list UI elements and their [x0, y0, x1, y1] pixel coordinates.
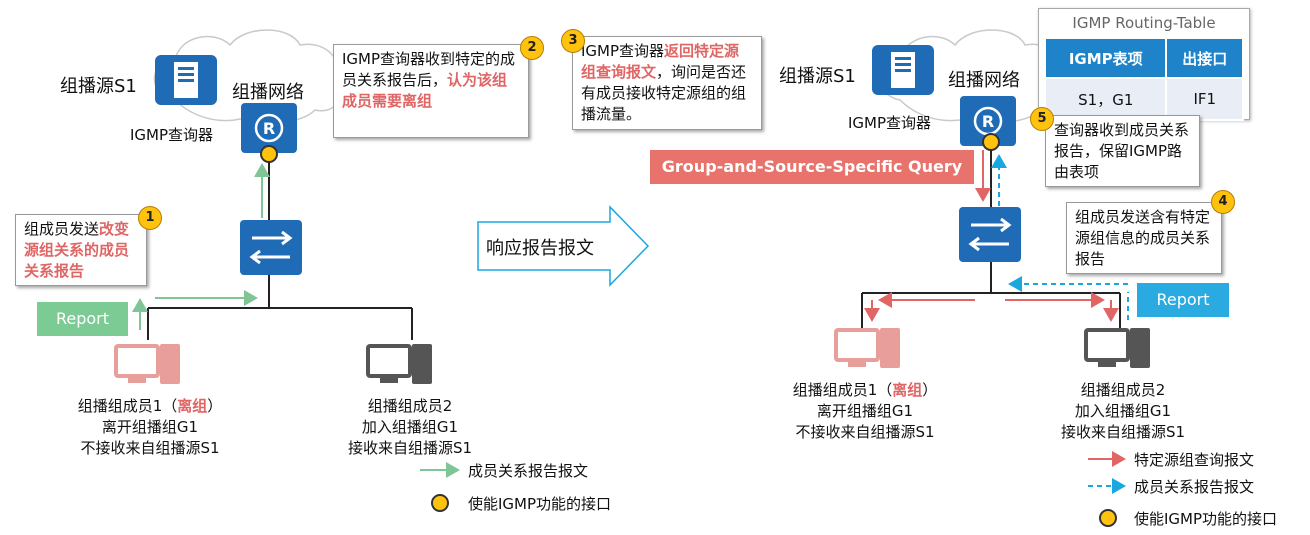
server-icon	[872, 45, 934, 95]
step-badge: 4	[1211, 190, 1235, 214]
network-label: 组播网络	[232, 82, 304, 103]
pc-member1-icon	[834, 328, 900, 368]
callout-text: IGMP查询器	[581, 42, 665, 60]
member-callout: 组成员发送改变源组关系的成员关系报告	[15, 214, 147, 286]
switch-icon	[959, 207, 1021, 262]
routing-table-title: IGMP Routing-Table	[1072, 14, 1216, 32]
callout-text: 组成员发送	[24, 220, 100, 238]
member2-line2: 加入组播组G1	[1074, 402, 1172, 420]
callout-text: IGMP查询器收到特定的成员关系报告后，	[342, 50, 516, 89]
member1-line2: 离开组播组G1	[101, 418, 199, 436]
table-cell: S1，G1	[1043, 77, 1168, 121]
keep-entry-callout: 查询器收到成员关系报告，保留IGMP路由表项	[1045, 115, 1200, 187]
igmp-interface-dot	[982, 133, 1000, 151]
legend-igmp: 使能IGMP功能的接口	[1134, 510, 1278, 528]
query-callout: IGMP查询器返回特定源组查询报文，询问是否还有成员接收特定源组的组播流量。	[572, 36, 762, 130]
member1-leave: 离组	[892, 381, 923, 399]
member2-line1: 组播组成员2	[367, 397, 453, 415]
member2-line2: 加入组播组G1	[361, 418, 459, 436]
router-icon: R	[241, 103, 297, 153]
source-label: 组播源S1	[60, 76, 137, 97]
member2-desc: 组播组成员2 加入组播组G1 接收来自组播源S1	[305, 396, 515, 459]
legend-report: 成员关系报告报文	[468, 462, 589, 480]
member1-line2: 离开组播组G1	[816, 402, 914, 420]
process-arrow	[477, 205, 650, 287]
member-report-callout: 组成员发送含有特定源组信息的成员关系报告	[1066, 202, 1222, 274]
member1-desc: 组播组成员1（离组） 离开组播组G1 不接收来自组播源S1	[40, 396, 260, 459]
server-icon	[155, 55, 217, 105]
member1-desc: 组播组成员1（离组） 离开组播组G1 不接收来自组播源S1	[755, 380, 975, 443]
pc-member2-icon	[366, 344, 432, 384]
member1-line1a: 组播组成员1（	[792, 381, 893, 399]
igmp-routing-table: IGMP Routing-Table IGMP表项 出接口 S1，G1 IF1	[1038, 8, 1250, 121]
legend-igmp-dot	[431, 494, 449, 512]
table-row: S1，G1 IF1	[1043, 77, 1244, 121]
callout-text-end: ，询问是否还有成员接收特定源组的组播流量。	[581, 63, 747, 123]
pc-member1-icon	[114, 344, 180, 384]
step-badge: 3	[561, 29, 585, 53]
step-badge: 2	[520, 36, 544, 60]
callout-highlight: 认为该组成员需要离组	[342, 71, 508, 110]
member1-line1c: ）	[207, 397, 223, 415]
report-pill: Report	[37, 302, 128, 336]
router-icon: R	[960, 96, 1016, 146]
legend-report: 成员关系报告报文	[1134, 478, 1255, 496]
legend-igmp-dot	[1099, 509, 1117, 527]
querier-label: IGMP查询器	[130, 126, 214, 144]
legend-query: 特定源组查询报文	[1134, 451, 1255, 469]
member2-line3: 接收来自组播源S1	[1060, 423, 1186, 441]
step-badge: 5	[1030, 107, 1054, 131]
querier-callout: IGMP查询器收到特定的成员关系报告后，认为该组成员需要离组	[333, 44, 529, 138]
routing-table-grid: IGMP表项 出接口 S1，G1 IF1	[1043, 37, 1244, 121]
svg-text:R: R	[982, 112, 994, 131]
member2-line1: 组播组成员2	[1080, 381, 1166, 399]
svg-text:R: R	[263, 119, 275, 138]
member2-desc: 组播组成员2 加入组播组G1 接收来自组播源S1	[1018, 380, 1228, 443]
member1-leave: 离组	[177, 397, 208, 415]
table-cell: IF1	[1165, 77, 1244, 121]
step-badge: 1	[138, 206, 162, 230]
legend-igmp: 使能IGMP功能的接口	[468, 495, 612, 513]
callout-highlight: 改变源组关系的成员关系报告	[24, 220, 130, 280]
network-label: 组播网络	[948, 70, 1020, 91]
member2-line3: 接收来自组播源S1	[347, 439, 473, 457]
igmp-interface-dot	[260, 145, 278, 163]
routing-table-header: IGMP表项	[1043, 37, 1168, 79]
report-pill: Report	[1137, 283, 1229, 317]
query-pill: Group-and-Source-Specific Query	[650, 150, 974, 184]
member1-line3: 不接收来自组播源S1	[795, 423, 935, 441]
callout-highlight: 返回特定源组查询报文	[581, 42, 740, 81]
source-label: 组播源S1	[779, 66, 856, 87]
routing-table-header: 出接口	[1165, 37, 1244, 79]
member1-line3: 不接收来自组播源S1	[80, 439, 220, 457]
switch-icon	[240, 220, 302, 275]
querier-label: IGMP查询器	[848, 114, 932, 132]
process-arrow-label: 响应报告报文	[486, 238, 594, 259]
member1-line1a: 组播组成员1（	[77, 397, 178, 415]
member1-line1c: ）	[922, 381, 938, 399]
pc-member2-icon	[1084, 328, 1150, 368]
